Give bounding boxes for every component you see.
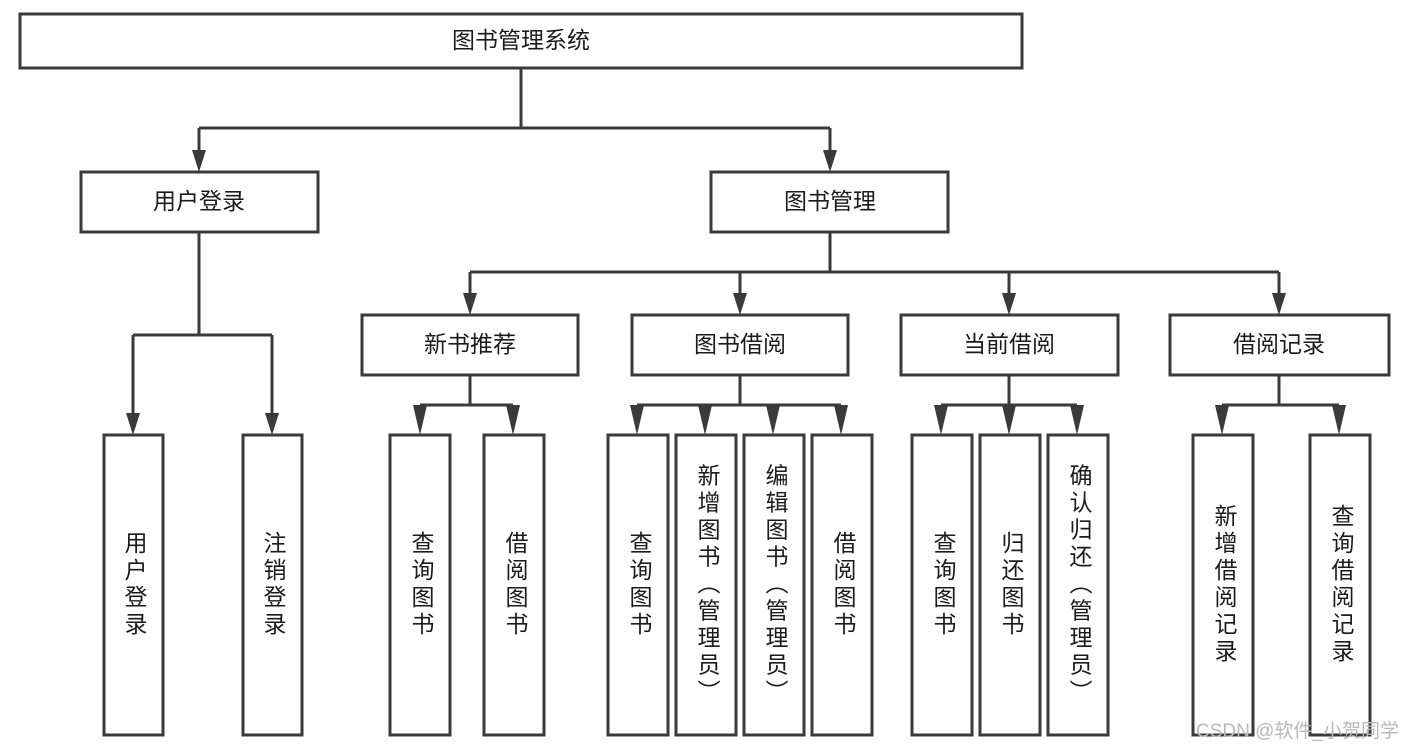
- leaf-newbook-query-books-box[interactable]: [388, 433, 452, 737]
- leaf-newbook-query-books[interactable]: 查询图书: [388, 433, 452, 737]
- arrowhead-rc-leaf1: [1215, 405, 1229, 435]
- leaf-current-confirm-return-admin-box[interactable]: [1046, 433, 1110, 737]
- leaf-logout-label: 注销登录: [260, 531, 287, 639]
- arrowhead-book-mgmt: [823, 150, 837, 172]
- node-borrow-records[interactable]: 借阅记录: [1168, 313, 1391, 377]
- leaf-current-return-books-box[interactable]: [978, 433, 1042, 737]
- node-user-login[interactable]: 用户登录: [79, 170, 320, 234]
- leaf-borrow-add-book-admin[interactable]: 新增图书（管理员）: [674, 433, 738, 737]
- node-current-borrow[interactable]: 当前借阅: [899, 313, 1120, 377]
- arrowhead-borrow: [733, 293, 747, 315]
- arrowhead-cb-leaf2: [1002, 405, 1016, 435]
- leaf-user-login-box[interactable]: [102, 433, 165, 737]
- arrowhead-current: [1002, 293, 1016, 315]
- leaf-records-query-record-label: 查询借阅记录: [1328, 504, 1355, 666]
- node-new-book-recommend-box[interactable]: [360, 313, 580, 377]
- node-user-login-box[interactable]: [79, 170, 320, 234]
- arrowhead-newbook: [463, 293, 477, 315]
- leaf-borrow-edit-book-admin-box[interactable]: [742, 433, 806, 737]
- arrowhead-user-login: [192, 150, 206, 172]
- leaf-borrow-query-books-label: 查询图书: [626, 531, 653, 639]
- node-new-book-recommend-label: 新书推荐: [424, 331, 516, 357]
- arrowhead-nb-leaf2: [506, 405, 520, 435]
- leaf-records-query-record-box[interactable]: [1308, 433, 1372, 737]
- leaf-records-add-record-label: 新增借阅记录: [1211, 504, 1238, 666]
- node-current-borrow-box[interactable]: [899, 313, 1120, 377]
- arrowhead-cb-leaf3: [1070, 405, 1084, 435]
- node-current-borrow-label: 当前借阅: [963, 331, 1055, 357]
- arrowhead-rc-leaf2: [1332, 405, 1346, 435]
- arrowhead-records: [1272, 293, 1286, 315]
- leaf-newbook-query-books-label: 查询图书: [408, 531, 435, 639]
- leaf-user-login-label: 用户登录: [121, 531, 148, 639]
- leaf-borrow-borrow-books-box[interactable]: [810, 433, 874, 737]
- leaf-current-return-books[interactable]: 归还图书: [978, 433, 1042, 737]
- arrowhead-cb-leaf1: [934, 405, 948, 435]
- node-root-box[interactable]: [18, 12, 1024, 70]
- leaf-records-query-record[interactable]: 查询借阅记录: [1308, 433, 1372, 737]
- leaf-borrow-edit-book-admin-label: 编辑图书（管理员）: [762, 464, 789, 707]
- node-borrow-records-label: 借阅记录: [1233, 331, 1325, 357]
- arrowhead-bw-leaf1: [630, 405, 644, 435]
- arrowhead-bw-leaf3: [766, 405, 780, 435]
- leaf-current-query-books-label: 查询图书: [930, 531, 957, 639]
- node-root-label: 图书管理系统: [452, 27, 590, 53]
- leaf-borrow-query-books-box[interactable]: [606, 433, 670, 737]
- leaf-borrow-edit-book-admin[interactable]: 编辑图书（管理员）: [742, 433, 806, 737]
- leaf-borrow-add-book-admin-box[interactable]: [674, 433, 738, 737]
- leaf-newbook-borrow-books-box[interactable]: [482, 433, 546, 737]
- node-book-borrow-box[interactable]: [630, 313, 850, 377]
- leaf-current-confirm-return-admin-label: 确认归还（管理员）: [1066, 464, 1093, 707]
- node-root[interactable]: 图书管理系统: [18, 12, 1024, 70]
- arrowhead-leaf-logout: [265, 413, 279, 435]
- leaf-newbook-borrow-books[interactable]: 借阅图书: [482, 433, 546, 737]
- arrowhead-bw-leaf2: [698, 405, 712, 435]
- node-user-login-label: 用户登录: [153, 188, 245, 214]
- leaf-logout[interactable]: 注销登录: [241, 433, 304, 737]
- leaf-current-return-books-label: 归还图书: [998, 531, 1025, 639]
- csdn-watermark: CSDN @软件_小贺同学: [1196, 720, 1399, 742]
- leaf-borrow-query-books[interactable]: 查询图书: [606, 433, 670, 737]
- arrowhead-nb-leaf1: [413, 405, 427, 435]
- leaf-current-query-books-box[interactable]: [910, 433, 974, 737]
- leaf-current-query-books[interactable]: 查询图书: [910, 433, 974, 737]
- leaf-logout-box[interactable]: [241, 433, 304, 737]
- node-book-management[interactable]: 图书管理: [709, 170, 950, 234]
- arrowhead-bw-leaf4: [834, 405, 848, 435]
- leaf-borrow-borrow-books[interactable]: 借阅图书: [810, 433, 874, 737]
- node-book-borrow-label: 图书借阅: [694, 331, 786, 357]
- node-book-borrow[interactable]: 图书借阅: [630, 313, 850, 377]
- leaf-borrow-borrow-books-label: 借阅图书: [830, 531, 857, 639]
- leaf-borrow-add-book-admin-label: 新增图书（管理员）: [694, 464, 721, 707]
- leaf-records-add-record[interactable]: 新增借阅记录: [1191, 433, 1255, 737]
- node-book-management-label: 图书管理: [784, 188, 876, 214]
- leaf-records-add-record-box[interactable]: [1191, 433, 1255, 737]
- node-borrow-records-box[interactable]: [1168, 313, 1391, 377]
- leaf-newbook-borrow-books-label: 借阅图书: [502, 531, 529, 639]
- leaf-user-login[interactable]: 用户登录: [102, 433, 165, 737]
- node-new-book-recommend[interactable]: 新书推荐: [360, 313, 580, 377]
- leaf-current-confirm-return-admin[interactable]: 确认归还（管理员）: [1046, 433, 1110, 737]
- node-book-management-box[interactable]: [709, 170, 950, 234]
- arrowhead-leaf-user-login: [126, 413, 140, 435]
- connector-layer: [126, 68, 1346, 435]
